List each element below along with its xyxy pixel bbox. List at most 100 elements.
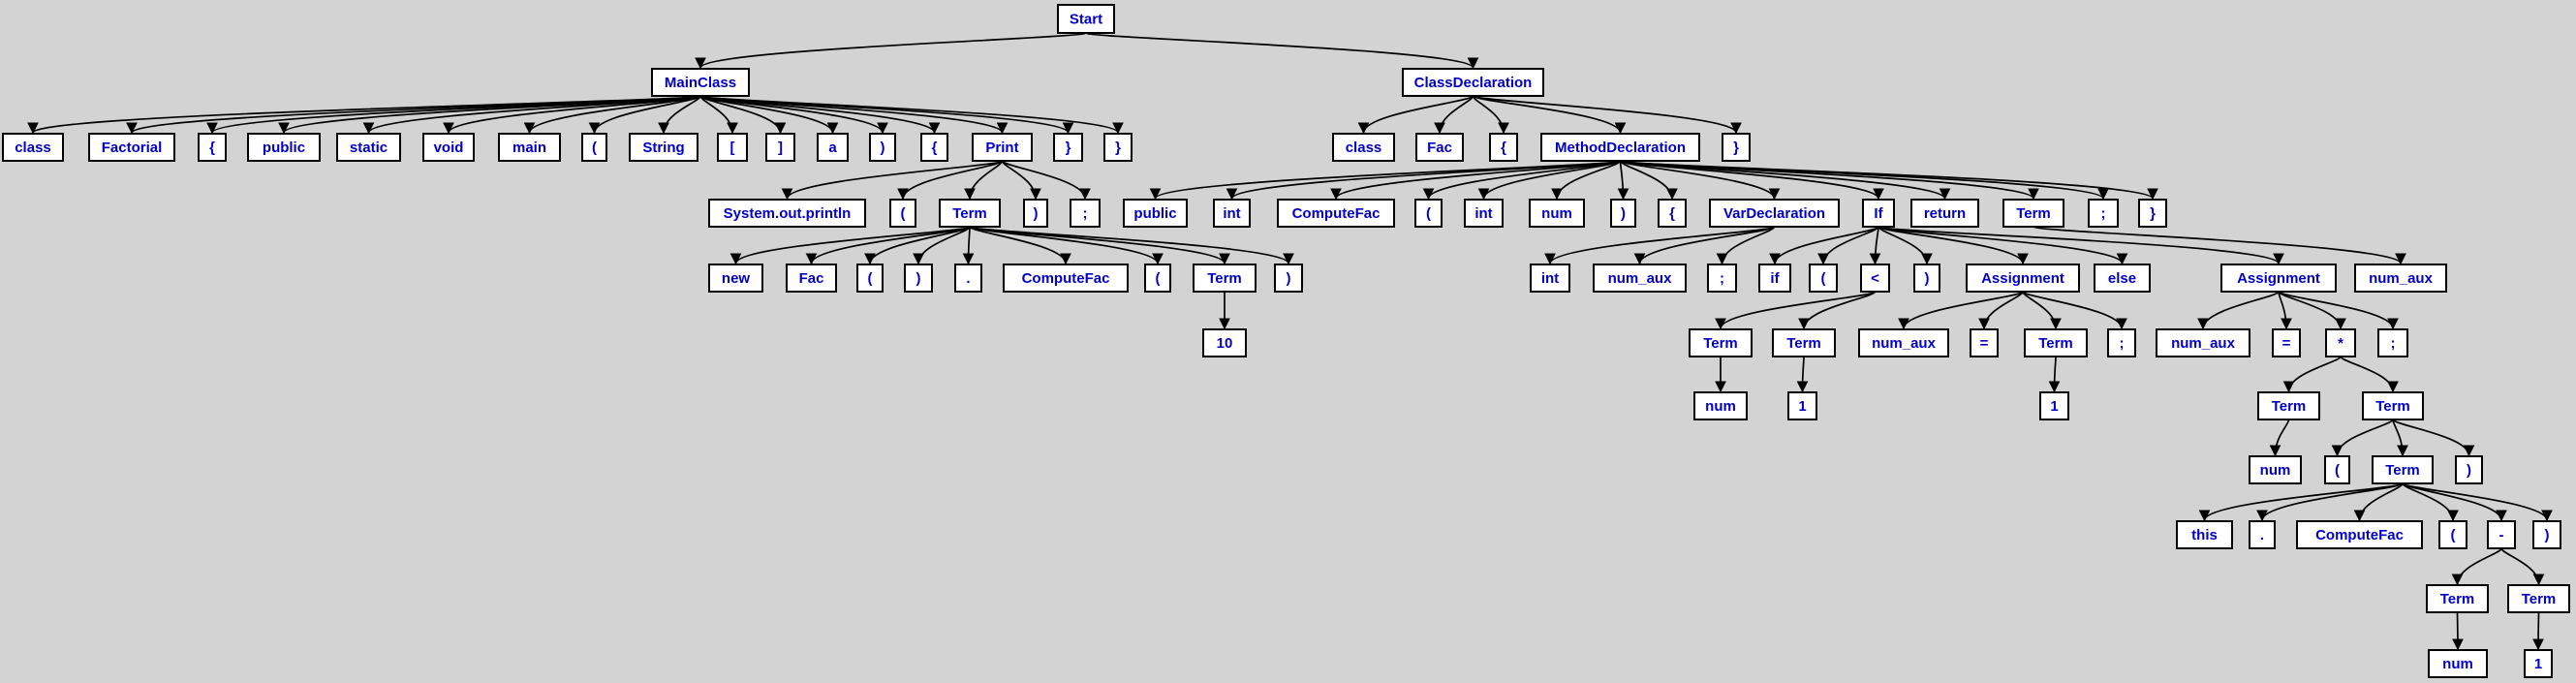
node-box bbox=[954, 264, 982, 293]
tree-edge bbox=[1796, 356, 1809, 393]
node-label: ) bbox=[1925, 270, 1930, 287]
tree-node-symbol: ( bbox=[581, 133, 607, 162]
tree-edges bbox=[27, 32, 2553, 651]
node-label: int bbox=[1223, 205, 1240, 222]
tree-node-symbol: = bbox=[2272, 328, 2301, 357]
node-label: { bbox=[209, 140, 215, 156]
tree-node-symbol: } bbox=[2138, 199, 2167, 228]
tree-node-num-aux: num_aux bbox=[1858, 328, 1949, 357]
node-label: } bbox=[2150, 205, 2156, 222]
node-box bbox=[2220, 264, 2337, 293]
node-label: Term bbox=[1703, 335, 1738, 352]
node-box bbox=[765, 133, 795, 162]
tree-edge bbox=[1869, 226, 1881, 265]
tree-node-symbol: { bbox=[920, 133, 948, 162]
node-label: ComputeFac bbox=[1022, 270, 1110, 287]
tree-node-start: Start bbox=[1057, 4, 1115, 34]
node-label: a bbox=[828, 140, 837, 156]
node-box bbox=[2272, 328, 2301, 357]
tree-edge bbox=[588, 95, 701, 135]
tree-edge bbox=[1619, 160, 2039, 201]
tree-node-symbol: } bbox=[1103, 133, 1133, 162]
tree-edge bbox=[2278, 291, 2399, 330]
node-box bbox=[88, 133, 175, 162]
node-label: 1 bbox=[2534, 656, 2542, 672]
node-box bbox=[2176, 520, 2233, 549]
tree-edge bbox=[897, 160, 1004, 201]
node-box bbox=[2138, 199, 2167, 228]
node-label: String bbox=[642, 140, 684, 156]
tree-node-symbol: ) bbox=[869, 133, 896, 162]
tree-node-num: num bbox=[2428, 649, 2488, 678]
tree-node-main: main bbox=[498, 133, 561, 162]
node-label: return bbox=[1924, 205, 1966, 222]
node-box bbox=[2487, 520, 2516, 549]
node-box bbox=[2024, 328, 2088, 357]
node-label: ) bbox=[1621, 205, 1626, 222]
node-label: num bbox=[1541, 205, 1572, 222]
tree-edge bbox=[1898, 291, 2024, 330]
node-box bbox=[336, 133, 401, 162]
tree-edge bbox=[2278, 291, 2292, 330]
tree-node-term: Term bbox=[2372, 455, 2434, 484]
node-label: { bbox=[1669, 205, 1675, 222]
node-box bbox=[2107, 328, 2136, 357]
node-label: MethodDeclaration bbox=[1555, 140, 1686, 156]
node-label: Assignment bbox=[2237, 270, 2320, 287]
tree-node-if: if bbox=[1758, 264, 1791, 293]
node-box bbox=[1070, 199, 1101, 228]
tree-node-1: 1 bbox=[1787, 391, 1817, 420]
node-box bbox=[1529, 199, 1585, 228]
node-box bbox=[1540, 133, 1700, 162]
node-label: Term bbox=[2522, 591, 2557, 607]
node-label: System.out.println bbox=[724, 205, 852, 222]
tree-node-symbol: ) bbox=[2455, 455, 2483, 484]
node-label: ) bbox=[1034, 205, 1039, 222]
tree-node-string: String bbox=[629, 133, 698, 162]
node-label: MainClass bbox=[665, 75, 736, 91]
node-label: { bbox=[932, 140, 938, 156]
node-label: ( bbox=[592, 140, 597, 156]
node-label: num bbox=[2260, 462, 2291, 479]
node-label: ) bbox=[916, 270, 921, 287]
node-label: ; bbox=[2101, 205, 2106, 222]
node-box bbox=[2377, 328, 2408, 357]
tree-edge bbox=[1619, 160, 1951, 201]
tree-edge bbox=[2452, 611, 2464, 651]
tree-node-symbol: ) bbox=[1274, 264, 1303, 293]
tree-node-methoddeclaration: MethodDeclaration bbox=[1540, 133, 1700, 162]
node-label: ( bbox=[1426, 205, 1431, 222]
tree-node-computefac: ComputeFac bbox=[2296, 520, 2423, 549]
node-label: } bbox=[1733, 140, 1739, 156]
tree-node-symbol: ; bbox=[1070, 199, 1101, 228]
tree-node-public: public bbox=[1123, 199, 1188, 228]
node-box bbox=[1123, 199, 1188, 228]
node-label: void bbox=[434, 140, 464, 156]
node-box bbox=[1913, 264, 1940, 293]
node-label: public bbox=[1133, 205, 1176, 222]
tree-node-public: public bbox=[247, 133, 321, 162]
tree-edge bbox=[962, 226, 975, 265]
node-box bbox=[1858, 328, 1949, 357]
tree-node-num-aux: num_aux bbox=[2156, 328, 2250, 357]
node-label: ClassDeclaration bbox=[1414, 75, 1533, 91]
tree-edge bbox=[2402, 482, 2553, 522]
node-box bbox=[1023, 199, 1048, 228]
node-label: Term bbox=[2272, 398, 2307, 415]
node-box bbox=[1862, 199, 1895, 228]
tree-node-term: Term bbox=[2257, 391, 2320, 420]
node-box bbox=[2088, 199, 2119, 228]
tree-edge bbox=[695, 32, 1087, 70]
tree-node-num: num bbox=[1529, 199, 1585, 228]
tree-node-assignment: Assignment bbox=[1966, 264, 2080, 293]
tree-node-term: Term bbox=[2426, 584, 2489, 613]
node-box bbox=[1709, 199, 1840, 228]
tree-node-symbol: ) bbox=[1023, 199, 1048, 228]
tree-edge bbox=[699, 95, 1124, 135]
tree-node-term: Term bbox=[939, 199, 1001, 228]
node-label: ) bbox=[881, 140, 885, 156]
tree-edge bbox=[1798, 291, 1877, 330]
tree-node-1: 1 bbox=[2524, 649, 2553, 678]
node-label: if bbox=[1770, 270, 1780, 287]
tree-edge bbox=[2269, 419, 2290, 457]
